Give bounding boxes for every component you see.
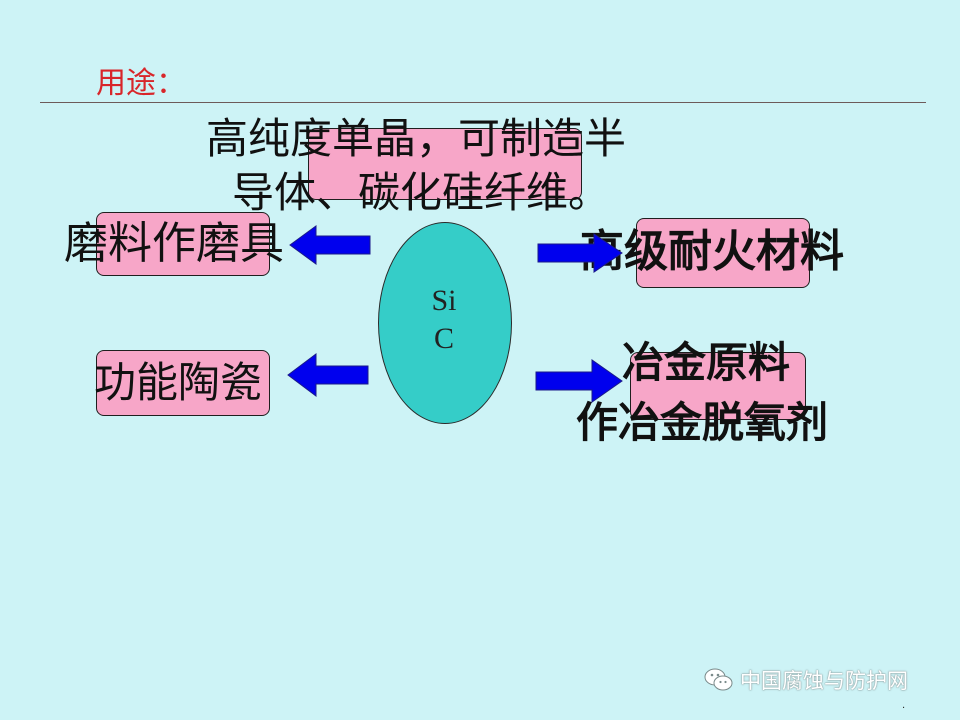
arrow-right-top — [537, 233, 623, 273]
slide-title: 用途： — [96, 66, 186, 101]
right-bottom-line2: 作冶金脱氧剂 — [576, 398, 829, 447]
right-top-box — [636, 218, 810, 288]
footer-watermark: 中国腐蚀与防护网 — [704, 665, 908, 695]
sic-label-line1: Si — [431, 284, 457, 317]
top-text-box — [308, 128, 582, 200]
arrow-left-top — [289, 225, 371, 265]
left-top-label: 磨料作磨具 — [64, 218, 284, 269]
top-text-line1: 高纯度单晶，可制造半 — [206, 114, 627, 163]
left-bottom-label: 功能陶瓷 — [94, 358, 263, 407]
arrow-right-bottom — [535, 359, 623, 403]
right-bottom-line1: 冶金原料 — [622, 338, 791, 387]
sic-label-line2: C — [433, 322, 454, 355]
left-bottom-box — [96, 350, 270, 416]
arrow-left-bottom — [287, 353, 369, 397]
right-top-label: 高级耐火材料 — [580, 226, 844, 277]
sic-ellipse — [378, 222, 512, 424]
top-text-line2: 导体、碳化硅纤维。 — [232, 168, 611, 217]
title-divider — [40, 102, 926, 103]
sic-label: Si C — [378, 282, 510, 358]
wechat-icon — [704, 668, 733, 691]
footer-text: 中国腐蚀与防护网 — [740, 669, 908, 693]
right-bottom-box — [630, 352, 806, 420]
left-top-box — [96, 212, 270, 276]
page-marker: . — [902, 700, 906, 711]
